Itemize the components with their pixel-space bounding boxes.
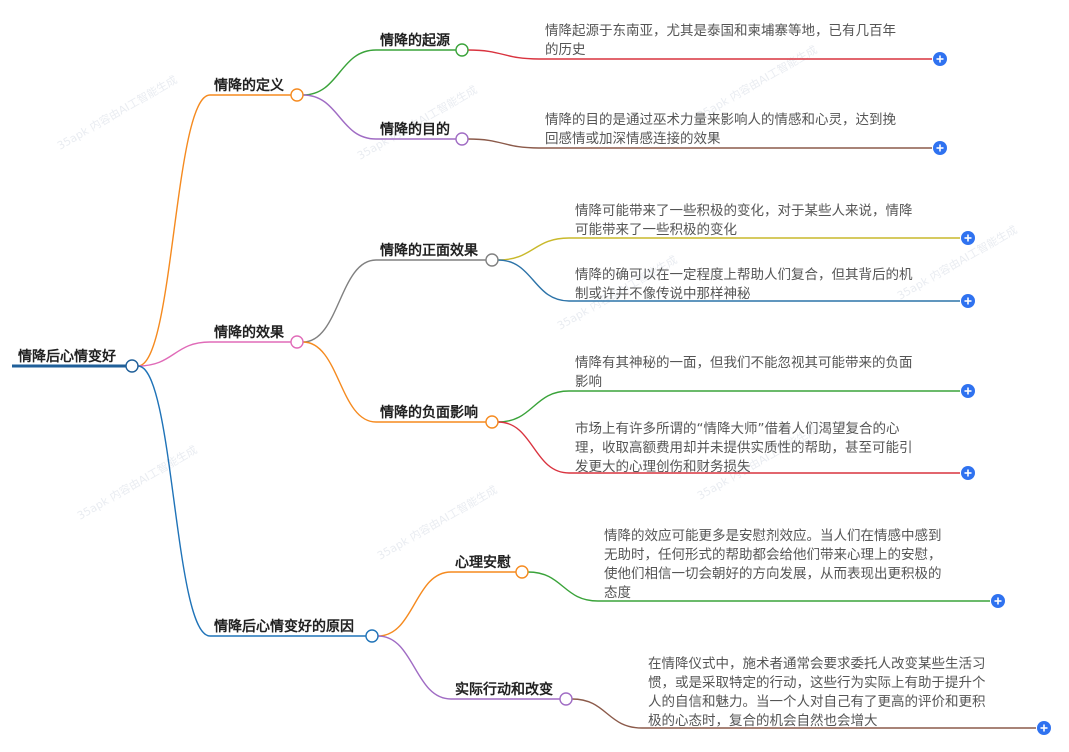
- edge-branch-2-child-1: [377, 635, 452, 700]
- leaf-text-1-1-1: 市场上有许多所谓的“情降大师”借着人们渴望复合的心理，收取高额费用却并未提供实质…: [575, 420, 913, 475]
- expand-plus-icon-1-0-1[interactable]: [961, 294, 975, 308]
- edge-leaf-1-0-1: [497, 259, 570, 302]
- expand-plus-icon-1-0-0[interactable]: [961, 231, 975, 245]
- edge-leaf-1-0-0: [497, 237, 570, 261]
- expand-plus-icon-1-1-1[interactable]: [961, 466, 975, 480]
- watermark-text: 35apk 内容由AI工智能生成: [375, 482, 500, 562]
- child-dot-0-0[interactable]: [455, 43, 469, 57]
- child-dot-1-1[interactable]: [485, 415, 499, 429]
- watermark-text: 35apk 内容由AI工智能生成: [75, 442, 200, 522]
- edge-branch-1-child-1: [302, 341, 377, 423]
- branch-dot-0[interactable]: [290, 88, 304, 102]
- branch-dot-2[interactable]: [365, 629, 379, 643]
- edge-leaf-1-1-0: [497, 390, 570, 423]
- branch-label-0: 情降的定义: [214, 77, 284, 94]
- child-label-1-0: 情降的正面效果: [380, 242, 479, 259]
- root-node-dot[interactable]: [125, 359, 139, 373]
- edge-leaf-2-0-0: [527, 571, 599, 602]
- edge-leaf-2-1-0: [571, 698, 643, 729]
- child-dot-2-1[interactable]: [559, 692, 573, 706]
- leaf-text-0-0-0: 情降起源于东南亚，尤其是泰国和柬埔寨等地，已有几百年的历史: [545, 22, 896, 58]
- branch-label-2: 情降后心情变好的原因: [214, 618, 354, 635]
- child-label-0-0: 情降的起源: [380, 32, 450, 49]
- child-dot-1-0[interactable]: [485, 253, 499, 267]
- leaf-text-2-1-0: 在情降仪式中，施术者通常会要求委托人改变某些生活习惯，或是采取特定的行动，这些行…: [648, 656, 986, 729]
- leaf-text-1-0-1: 情降的确可以在一定程度上帮助人们复合，但其背后的机制或许并不像传说中那样神秘: [575, 266, 913, 302]
- edge-root-branch-2: [137, 365, 211, 637]
- edge-root-branch-0: [137, 94, 211, 367]
- edge-branch-0-child-0: [302, 49, 377, 96]
- edge-branch-0-child-1: [302, 94, 377, 140]
- expand-plus-icon-0-1-0[interactable]: [933, 141, 947, 155]
- child-label-2-0: 心理安慰: [455, 554, 511, 571]
- expand-plus-icon-2-1-0[interactable]: [1037, 721, 1051, 735]
- expand-plus-icon-1-1-0[interactable]: [961, 384, 975, 398]
- child-dot-2-0[interactable]: [515, 565, 529, 579]
- child-dot-0-1[interactable]: [455, 132, 469, 146]
- watermark-text: 35apk 内容由AI工智能生成: [895, 222, 1020, 302]
- edge-leaf-0-0-0: [467, 49, 540, 60]
- branch-label-1: 情降的效果: [214, 324, 285, 341]
- edge-leaf-1-1-1: [497, 421, 570, 474]
- child-label-0-1: 情降的目的: [380, 121, 450, 138]
- watermark-text: 35apk 内容由AI工智能生成: [695, 42, 820, 122]
- expand-plus-icon-0-0-0[interactable]: [933, 52, 947, 66]
- child-label-2-1: 实际行动和改变: [455, 681, 553, 698]
- edge-leaf-0-1-0: [467, 138, 540, 149]
- expand-plus-icon-2-0-0[interactable]: [991, 594, 1005, 608]
- leaf-text-0-1-0: 情降的目的是通过巫术力量来影响人的情感和心灵，达到挽回感情或加深情感连接的效果: [545, 111, 896, 147]
- edge-branch-1-child-0: [302, 259, 377, 343]
- leaf-text-2-0-0: 情降的效应可能更多是安慰剂效应。当人们在情感中感到无助时，任何形式的帮助都会给他…: [604, 527, 942, 601]
- root-node-label: 情降后心情变好: [18, 348, 116, 365]
- node-layer: 情降后心情变好 情降的定义 情降的起源 情降起源于东南亚，尤其是泰国和柬埔寨等地，已有…: [18, 22, 1051, 735]
- branch-dot-1[interactable]: [290, 335, 304, 349]
- watermark-text: 35apk 内容由AI工智能生成: [55, 72, 180, 152]
- edge-branch-2-child-0: [377, 571, 452, 637]
- leaf-text-1-1-0: 情降有其神秘的一面，但我们不能忽视其可能带来的负面影响: [575, 355, 913, 390]
- edge-root-branch-1: [137, 341, 211, 367]
- edge-layer: [12, 49, 1036, 729]
- child-label-1-1: 情降的负面影响: [380, 404, 478, 421]
- leaf-text-1-0-0: 情降可能带来了一些积极的变化，对于某些人来说，情降可能带来了一些积极的变化: [575, 203, 913, 238]
